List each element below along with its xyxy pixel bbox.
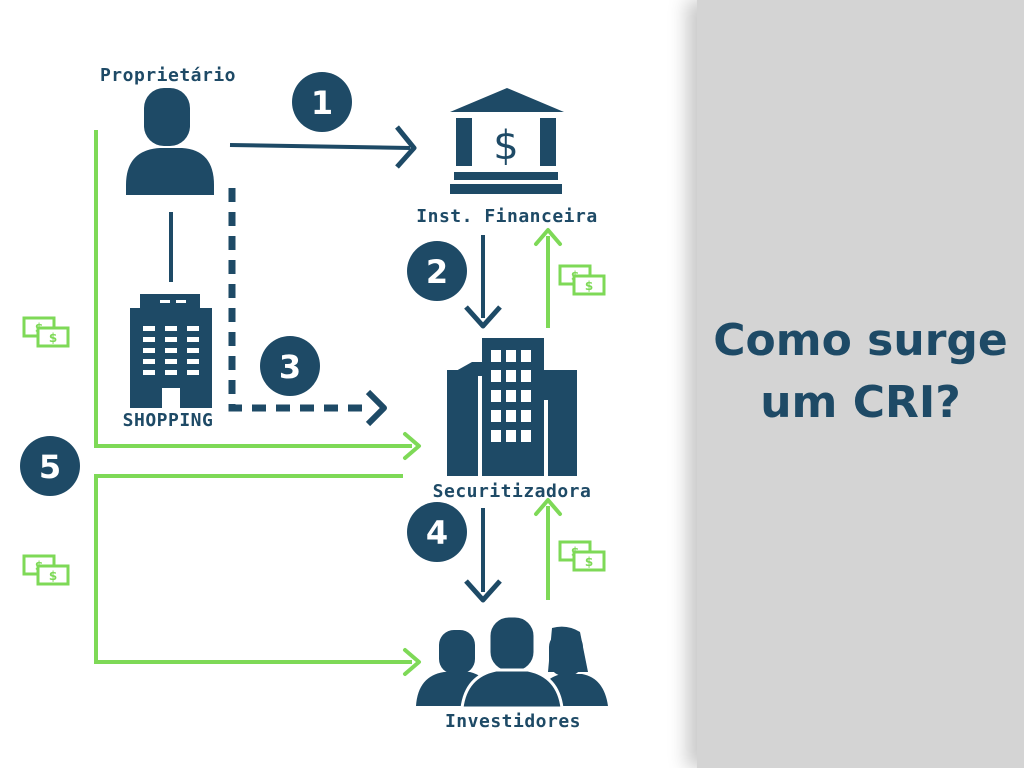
investors-group-icon	[416, 614, 608, 710]
step-badge-4: 4	[407, 502, 467, 562]
green-arrowhead-up-securitizadora	[534, 498, 562, 516]
money-icon	[22, 316, 70, 348]
shopping-building-icon	[130, 294, 212, 408]
money-icon	[558, 540, 606, 572]
arrowhead-down-securitizadora	[464, 305, 502, 329]
label-shopping: SHOPPING	[123, 410, 214, 431]
label-investidores: Investidores	[445, 711, 581, 732]
svg-text:$: $	[493, 123, 518, 169]
svg-text:5: 5	[39, 448, 61, 486]
title-line-2: um CRI?	[760, 377, 961, 428]
step-badge-1: 1	[292, 72, 352, 132]
svg-text:4: 4	[426, 514, 448, 552]
dashed-arrowhead	[365, 389, 387, 427]
side-panel: Como surge um CRI?	[697, 0, 1024, 768]
securitizadora-building-icon	[447, 338, 577, 476]
money-icon	[22, 554, 70, 586]
green-arrowhead-securitizadora	[403, 432, 421, 460]
svg-text:3: 3	[279, 348, 301, 386]
green-flow-lines	[94, 130, 562, 676]
navy-flow-lines	[169, 125, 502, 603]
green-arrowhead-investidores	[403, 648, 421, 676]
label-securitizadora: Securitizadora	[433, 481, 592, 502]
step-badge-3: 3	[260, 336, 320, 396]
svg-text:1: 1	[311, 84, 333, 122]
title-line-1: Como surge	[713, 315, 1008, 366]
person-icon	[126, 88, 214, 195]
label-proprietario: Proprietário	[100, 65, 236, 86]
dashed-arrow-to-securitizadora	[228, 188, 370, 412]
green-line-shopping-to-securitizadora	[94, 130, 412, 448]
step-badge-2: 2	[407, 241, 467, 301]
arrow-proprietario-to-inst	[229, 143, 411, 150]
arrowhead-down-investidores	[464, 579, 502, 603]
green-arrowhead-up-inst	[534, 228, 562, 246]
step-badge-5: 5	[20, 436, 80, 496]
page-title: Como surge um CRI?	[697, 310, 1024, 434]
money-icon	[558, 264, 606, 296]
bank-icon: $	[450, 88, 564, 194]
svg-text:2: 2	[426, 253, 448, 291]
arrowhead-inst	[395, 125, 417, 169]
green-line-to-investidores	[94, 474, 412, 664]
cri-flow-diagram: $ $	[20, 65, 608, 732]
label-inst-financeira: Inst. Financeira	[416, 206, 597, 227]
